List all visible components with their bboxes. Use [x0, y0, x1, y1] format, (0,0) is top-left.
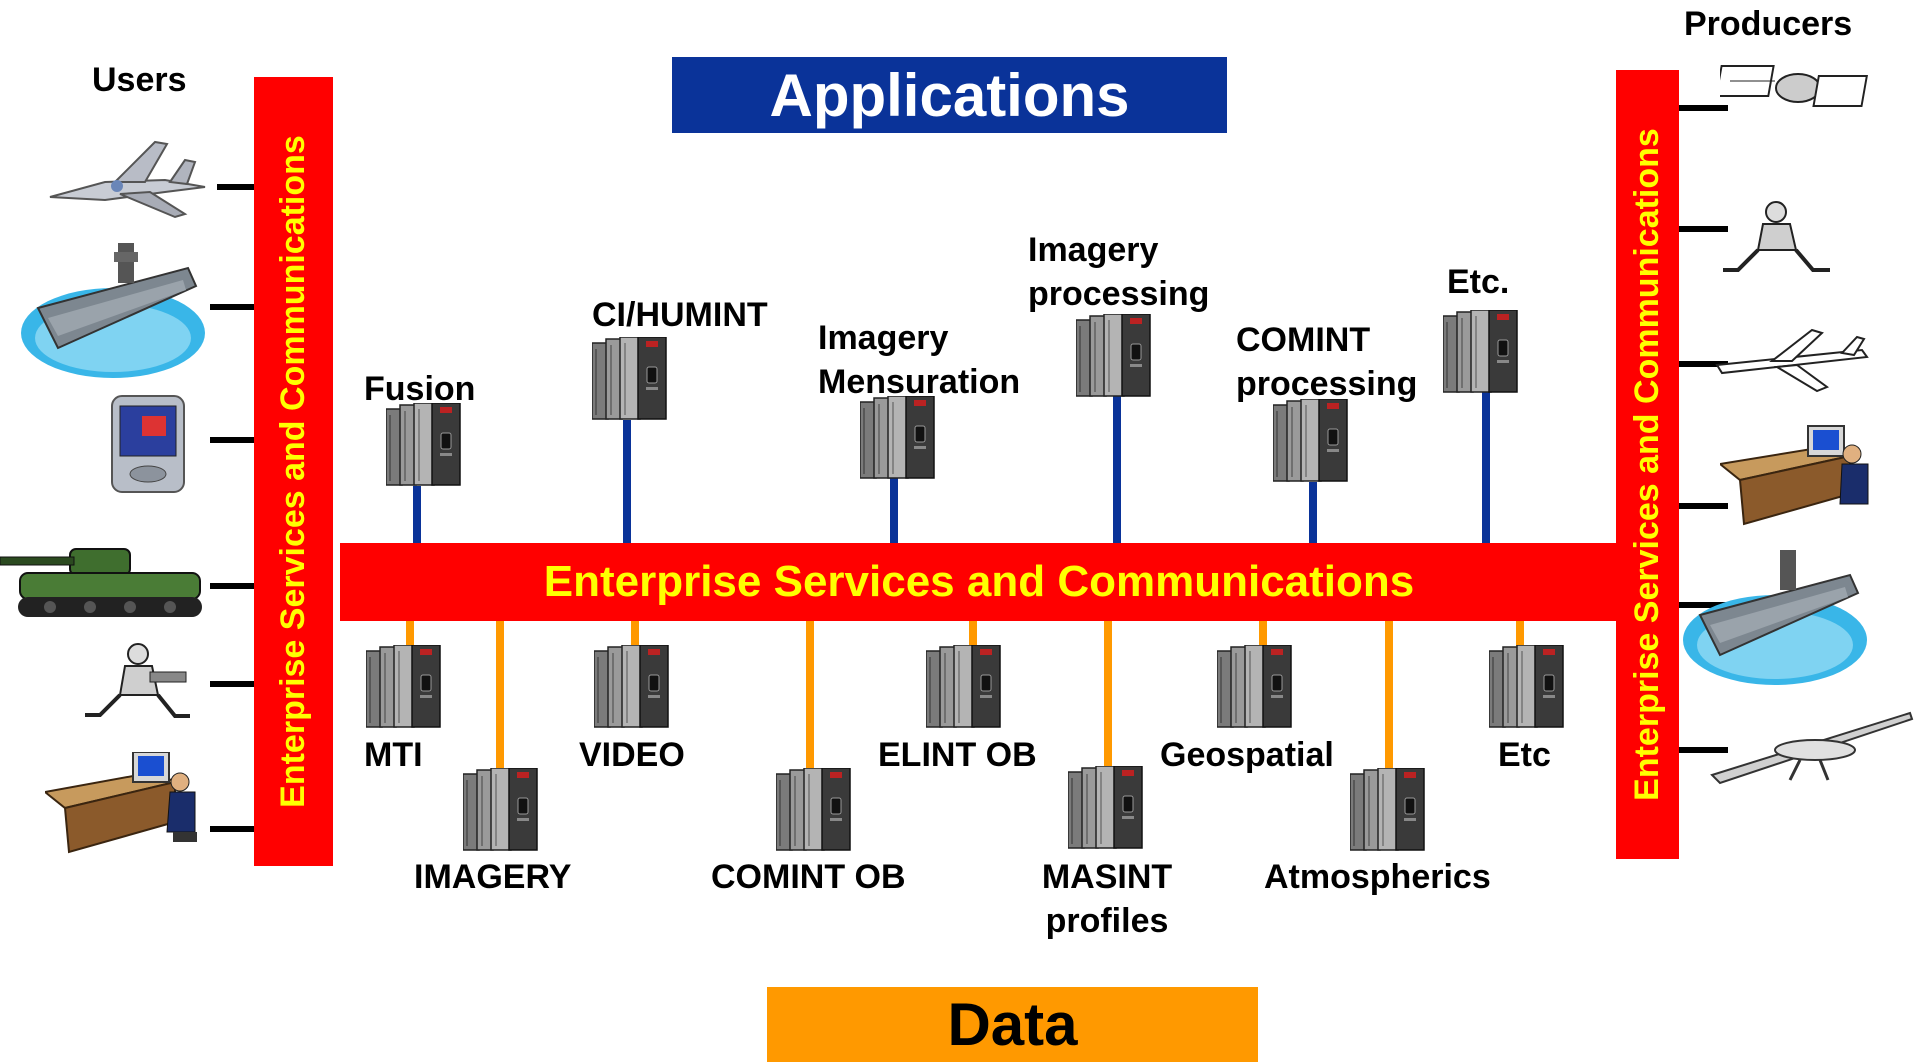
producer-link-5: [1679, 602, 1728, 608]
etc-app-server-icon: [1443, 310, 1519, 394]
etc-app-link: [1482, 392, 1490, 543]
fusion-server-icon: [386, 403, 462, 487]
users-title: Users: [92, 61, 187, 99]
etc-data-label: Etc: [1498, 736, 1551, 774]
imagery-processing-link: [1113, 396, 1121, 543]
imagery-processing-server-icon: [1076, 314, 1152, 398]
right-enterprise-bar-label: Enterprise Services and Communications: [1628, 128, 1667, 801]
applications-banner: Applications: [672, 57, 1227, 133]
ci-humint-server-icon: [592, 337, 668, 421]
masint-server-icon: [1068, 766, 1144, 850]
spy-plane-icon: [1715, 328, 1869, 393]
comint-processing-label: COMINT processing: [1236, 318, 1417, 406]
comint-ob-link: [806, 621, 814, 771]
geospatial-label: Geospatial: [1160, 736, 1334, 774]
soldier-icon: [1723, 201, 1830, 272]
etc-app-label: Etc.: [1447, 263, 1510, 301]
fusion-label: Fusion: [364, 370, 476, 408]
user-link-5: [210, 681, 254, 687]
left-enterprise-bar-label: Enterprise Services and Communications: [274, 135, 313, 808]
elint-ob-link: [969, 621, 977, 646]
etc-data-link: [1516, 621, 1524, 646]
soldier-icon: [85, 643, 190, 718]
masint-profiles-line1: MASINT: [1041, 858, 1173, 896]
pda-device-icon: [111, 395, 185, 493]
data-title: Data: [947, 991, 1078, 1058]
left-enterprise-bar: Enterprise Services and Communications: [254, 77, 333, 866]
applications-title: Applications: [769, 61, 1130, 129]
atmospherics-server-icon: [1350, 768, 1426, 852]
right-enterprise-bar: Enterprise Services and Communications: [1616, 70, 1679, 859]
masint-profiles-label: MASINT profiles: [1032, 855, 1182, 943]
aircraft-carrier-icon: [1683, 550, 1867, 685]
aircraft-carrier-icon: [21, 243, 205, 378]
user-link-6: [210, 826, 254, 832]
comint-processing-line2: processing: [1236, 365, 1418, 404]
user-link-1: [217, 184, 254, 190]
elint-ob-label: ELINT OB: [878, 736, 1037, 774]
atmospherics-link: [1385, 621, 1393, 771]
producer-link-1: [1679, 105, 1728, 111]
etc-data-server-icon: [1489, 645, 1565, 729]
imagery-mensuration-link: [890, 478, 898, 543]
fusion-link: [413, 486, 421, 543]
mti-label: MTI: [364, 736, 423, 774]
satellite-icon: [1720, 65, 1869, 107]
user-link-2: [210, 304, 254, 310]
video-label: VIDEO: [579, 736, 685, 774]
comint-processing-server-icon: [1273, 399, 1349, 483]
video-link: [631, 621, 639, 646]
imagery-label: IMAGERY: [414, 858, 572, 896]
fighter-jet-icon: [49, 140, 206, 219]
enterprise-bus: Enterprise Services and Communications: [340, 543, 1618, 621]
producer-link-6: [1679, 747, 1728, 753]
tank-icon: [0, 548, 202, 617]
comint-processing-line1: COMINT: [1236, 321, 1371, 359]
geospatial-link: [1259, 621, 1267, 646]
producer-link-3: [1679, 361, 1728, 367]
imagery-processing-line2: processing: [1028, 275, 1210, 314]
atmospherics-label: Atmospherics: [1264, 858, 1491, 896]
imagery-server-icon: [463, 768, 539, 852]
comint-ob-server-icon: [776, 768, 852, 852]
producer-link-4: [1679, 503, 1728, 509]
elint-ob-server-icon: [926, 645, 1002, 729]
imagery-link: [496, 621, 504, 771]
video-server-icon: [594, 645, 670, 729]
imagery-mensuration-line1: Imagery: [818, 319, 949, 357]
producers-title: Producers: [1684, 5, 1853, 43]
desk-operator-icon: [45, 752, 197, 854]
comint-ob-label: COMINT OB: [711, 858, 906, 896]
imagery-processing-label: Imagery processing: [1028, 228, 1209, 316]
mti-server-icon: [366, 645, 442, 729]
producer-link-2: [1679, 226, 1728, 232]
data-banner: Data: [767, 987, 1258, 1062]
enterprise-bus-label: Enterprise Services and Communications: [543, 557, 1415, 606]
desk-operator-icon: [1720, 425, 1869, 526]
imagery-processing-line1: Imagery: [1028, 231, 1159, 269]
drone-icon: [1710, 711, 1914, 785]
masint-link: [1104, 621, 1112, 769]
mti-link: [406, 621, 414, 646]
masint-profiles-line2: profiles: [1045, 902, 1169, 941]
geospatial-server-icon: [1217, 645, 1293, 729]
ci-humint-label: CI/HUMINT: [592, 296, 768, 334]
user-link-4: [210, 583, 254, 589]
imagery-mensuration-label: Imagery Mensuration: [818, 316, 1020, 404]
imagery-mensuration-line2: Mensuration: [818, 363, 1021, 402]
user-link-3: [210, 437, 254, 443]
ci-humint-link: [623, 420, 631, 543]
comint-processing-link: [1309, 482, 1317, 543]
imagery-mensuration-server-icon: [860, 396, 936, 480]
